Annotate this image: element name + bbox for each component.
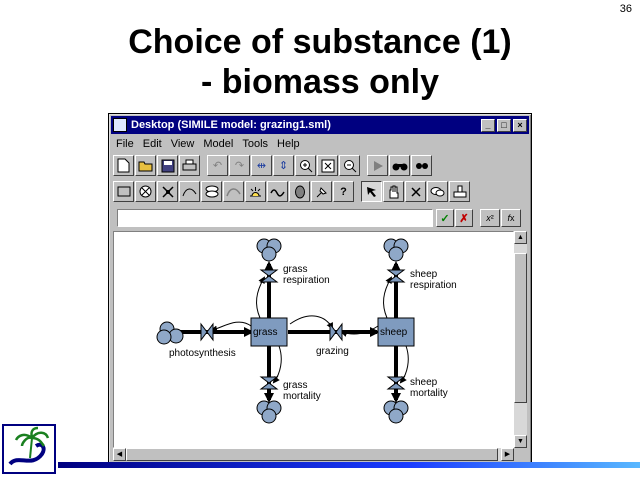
model-diagram-canvas[interactable]: grass sheep photosynthesis grazing grass… [113, 231, 514, 448]
sink-cloud[interactable] [256, 400, 282, 424]
sheep-mortality-label-line1: sheep [410, 377, 438, 388]
influence-arc[interactable] [340, 325, 379, 337]
help-query-icon[interactable]: ? [333, 181, 354, 202]
scroll-down-icon[interactable]: ▼ [514, 435, 527, 448]
redo-icon[interactable]: ↷ [229, 155, 250, 176]
sheep-mortality-label-line2: mortality [410, 388, 448, 399]
menu-file[interactable]: File [116, 138, 134, 150]
scroll-left-icon[interactable]: ◀ [113, 448, 126, 461]
menu-tools[interactable]: Tools [242, 138, 269, 150]
minimize-button[interactable]: _ [481, 118, 495, 132]
sheep-compartment-label: sheep [380, 327, 408, 338]
slide-title-line-1: Choice of substance (1) [128, 23, 512, 61]
pin-tool-icon[interactable] [311, 181, 332, 202]
equation-input[interactable] [117, 209, 433, 227]
grass-respiration-label-line1: grass [283, 264, 308, 275]
compartment-tool-icon[interactable] [113, 181, 134, 202]
sheep-respiration-label-line2: respiration [410, 280, 457, 291]
find-icon[interactable] [389, 155, 410, 176]
sheep-compartment[interactable] [377, 317, 415, 347]
sink-cloud[interactable] [256, 238, 282, 262]
grass-mortality-valve[interactable] [259, 376, 279, 390]
association-tool-icon[interactable] [223, 181, 244, 202]
vertical-scrollbar[interactable]: ▲ ▼ [514, 231, 527, 448]
menu-model[interactable]: Model [203, 138, 234, 150]
maximize-button[interactable]: □ [497, 118, 511, 132]
horizontal-scrollbar[interactable]: ◀ ▶ [113, 448, 514, 461]
menu-bar: File Edit View Model Tools Help [113, 136, 527, 152]
flow-tool-icon[interactable] [157, 181, 178, 202]
grass-compartment[interactable] [250, 317, 288, 347]
photosynthesis-label: photosynthesis [169, 348, 236, 359]
run-icon[interactable] [367, 155, 388, 176]
move-horizontal-icon[interactable]: ⇹ [251, 155, 272, 176]
accept-icon[interactable]: ✓ [436, 209, 454, 227]
sheep-respiration-label-line1: sheep [410, 269, 438, 280]
footer-gradient-bar [58, 462, 640, 468]
standard-toolbar: ↶ ↷ ⇹ ⇕ [113, 154, 433, 177]
palm-tree-logo [2, 424, 56, 474]
influence-arc[interactable] [210, 321, 252, 333]
hand-tool-icon[interactable] [383, 181, 404, 202]
grass-mortality-label-line2: mortality [283, 391, 321, 402]
grazing-valve[interactable] [329, 322, 343, 342]
stamp-tool-icon[interactable] [449, 181, 470, 202]
open-folder-icon[interactable] [135, 155, 156, 176]
grass-respiration-valve[interactable] [259, 269, 279, 283]
zoom-in-icon[interactable] [295, 155, 316, 176]
slide-number: 36 [619, 3, 632, 15]
wave-tool-icon[interactable] [267, 181, 288, 202]
find-next-icon[interactable] [411, 155, 432, 176]
scroll-right-icon[interactable]: ▶ [501, 448, 514, 461]
undo-icon[interactable]: ↶ [207, 155, 228, 176]
variable-tool-icon[interactable] [135, 181, 156, 202]
sink-cloud[interactable] [383, 238, 409, 262]
menu-view[interactable]: View [170, 138, 195, 150]
photosynthesis-valve[interactable] [200, 322, 214, 342]
comment-tool-icon[interactable] [427, 181, 448, 202]
app-icon [113, 118, 127, 132]
influence-tool-icon[interactable] [179, 181, 200, 202]
close-button[interactable]: × [513, 118, 527, 132]
submodel-tool-icon[interactable] [201, 181, 222, 202]
zoom-fit-icon[interactable] [317, 155, 338, 176]
sheep-mortality-valve[interactable] [386, 376, 406, 390]
influence-arc[interactable] [256, 276, 265, 319]
window-title: Desktop (SIMILE model: grazing1.sml) [131, 119, 331, 131]
source-cloud[interactable] [156, 321, 184, 345]
influence-arc[interactable] [289, 315, 333, 330]
sink-cloud[interactable] [383, 400, 409, 424]
model-toolbar: ? [113, 180, 471, 203]
zoom-out-icon[interactable] [339, 155, 360, 176]
simile-desktop-window: Desktop (SIMILE model: grazing1.sml) _ □… [108, 113, 532, 465]
reject-icon[interactable]: ✗ [455, 209, 473, 227]
influence-arc[interactable] [272, 345, 282, 384]
grass-compartment-label: grass [253, 327, 278, 338]
influence-arc[interactable] [383, 276, 392, 319]
horizontal-scroll-thumb[interactable] [126, 448, 498, 461]
slide-title-line-2: - biomass only [200, 63, 440, 101]
new-file-icon[interactable] [113, 155, 134, 176]
grass-mortality-label-line1: grass [283, 380, 308, 391]
move-vertical-icon[interactable]: ⇕ [273, 155, 294, 176]
vertical-scroll-thumb[interactable] [514, 253, 527, 403]
save-icon[interactable] [157, 155, 178, 176]
scroll-up-icon[interactable]: ▲ [514, 231, 527, 244]
print-icon[interactable] [179, 155, 200, 176]
influence-arc[interactable] [399, 345, 409, 384]
event-tool-icon[interactable] [245, 181, 266, 202]
pointer-tool-icon[interactable] [361, 181, 382, 202]
model-diagram [156, 238, 415, 424]
role-tool-icon[interactable] [289, 181, 310, 202]
menu-edit[interactable]: Edit [142, 138, 162, 150]
window-titlebar[interactable]: Desktop (SIMILE model: grazing1.sml) _ □… [111, 116, 529, 134]
sheep-respiration-valve[interactable] [386, 269, 406, 283]
grass-respiration-label-line2: respiration [283, 275, 330, 286]
grazing-label: grazing [316, 346, 349, 357]
menu-help[interactable]: Help [277, 138, 300, 150]
delete-tool-icon[interactable] [405, 181, 426, 202]
